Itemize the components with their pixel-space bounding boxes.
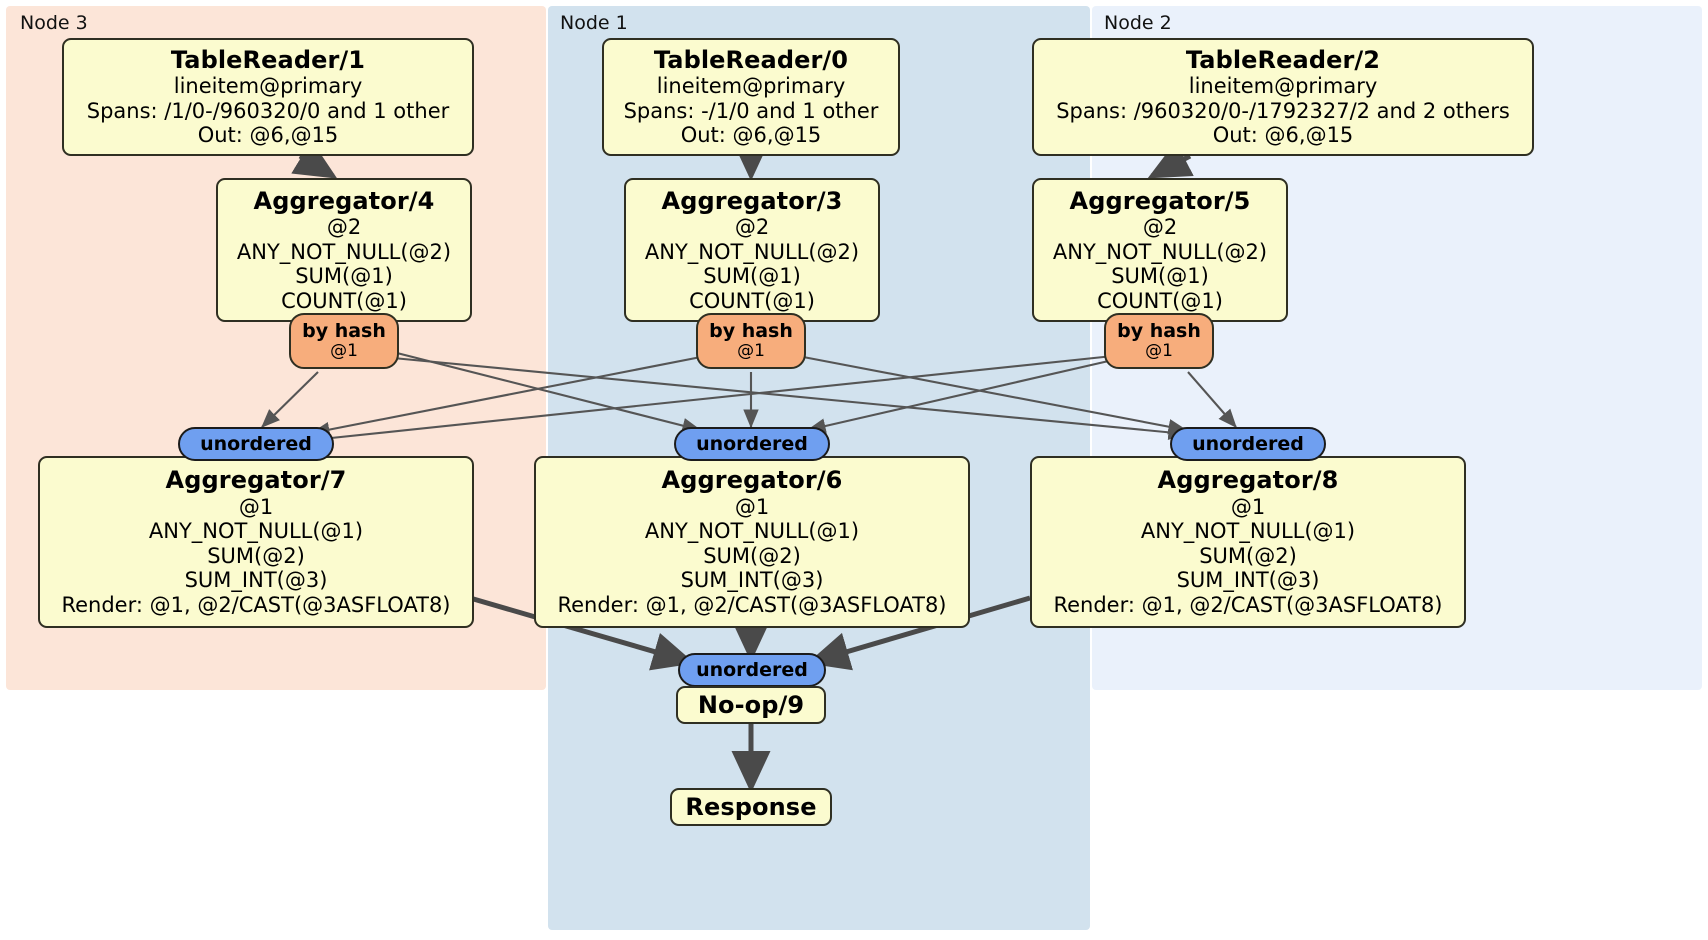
box-aggregator-8[interactable]: Aggregator/8 @1 ANY_NOT_NULL(@1) SUM(@2)…	[1030, 456, 1466, 628]
box-line: lineitem@primary	[173, 74, 363, 99]
box-line: SUM_INT(@3)	[1176, 568, 1320, 593]
pill-sublabel: @1	[737, 341, 765, 362]
box-line: @1	[238, 494, 274, 519]
box-response[interactable]: Response	[670, 788, 832, 826]
panel-label-node-1: Node 1	[560, 12, 628, 34]
box-line: lineitem@primary	[656, 74, 846, 99]
pill-label: unordered	[696, 432, 808, 455]
box-title: No-op/9	[697, 690, 805, 719]
box-line: @1	[1230, 494, 1266, 519]
box-title: Aggregator/6	[661, 466, 843, 495]
box-line: ANY_NOT_NULL(@2)	[236, 239, 452, 264]
pill-unordered-right[interactable]: unordered	[1170, 427, 1326, 461]
box-aggregator-5[interactable]: Aggregator/5 @2 ANY_NOT_NULL(@2) SUM(@1)…	[1032, 178, 1288, 322]
box-line: @2	[1142, 215, 1178, 240]
box-line: @2	[326, 215, 362, 240]
box-line: COUNT(@1)	[689, 288, 815, 313]
box-line: SUM(@2)	[207, 543, 305, 568]
pill-label: by hash	[709, 320, 793, 343]
pill-unordered-final[interactable]: unordered	[678, 653, 826, 687]
pill-unordered-left[interactable]: unordered	[178, 427, 334, 461]
box-line: @1	[734, 494, 770, 519]
box-aggregator-3[interactable]: Aggregator/3 @2 ANY_NOT_NULL(@2) SUM(@1)…	[624, 178, 880, 322]
box-title: TableReader/0	[653, 46, 849, 74]
box-aggregator-4[interactable]: Aggregator/4 @2 ANY_NOT_NULL(@2) SUM(@1)…	[216, 178, 472, 322]
pill-by-hash-right[interactable]: by hash @1	[1104, 313, 1214, 369]
box-line: ANY_NOT_NULL(@1)	[1140, 519, 1356, 544]
box-title: Aggregator/3	[661, 186, 843, 215]
box-title: Aggregator/4	[253, 186, 435, 215]
box-line: Render: @1, @2/CAST(@3ASFLOAT8)	[557, 593, 947, 617]
box-line: Spans: -/1/0 and 1 other	[623, 98, 879, 123]
box-line: lineitem@primary	[1188, 74, 1378, 99]
box-line: ANY_NOT_NULL(@1)	[644, 519, 860, 544]
box-line: Out: @6,@15	[197, 123, 339, 148]
box-aggregator-7[interactable]: Aggregator/7 @1 ANY_NOT_NULL(@1) SUM(@2)…	[38, 456, 474, 628]
box-line: SUM(@1)	[1111, 264, 1209, 289]
box-line: SUM(@2)	[1199, 543, 1297, 568]
pill-unordered-center[interactable]: unordered	[674, 427, 830, 461]
box-tablereader-2[interactable]: TableReader/2 lineitem@primary Spans: /9…	[1032, 38, 1534, 156]
pill-label: unordered	[696, 658, 808, 681]
pill-by-hash-left[interactable]: by hash @1	[289, 313, 399, 369]
box-line: Out: @6,@15	[680, 123, 822, 148]
box-line: COUNT(@1)	[1097, 288, 1223, 313]
panel-label-node-3: Node 3	[20, 12, 88, 34]
panel-label-node-2: Node 2	[1104, 12, 1172, 34]
box-title: Aggregator/7	[165, 466, 347, 495]
pill-label: unordered	[1192, 432, 1304, 455]
pill-sublabel: @1	[330, 341, 358, 362]
box-line: ANY_NOT_NULL(@2)	[644, 239, 860, 264]
box-title: Response	[685, 792, 817, 821]
box-line: Out: @6,@15	[1212, 123, 1354, 148]
box-tablereader-0[interactable]: TableReader/0 lineitem@primary Spans: -/…	[602, 38, 900, 156]
box-tablereader-1[interactable]: TableReader/1 lineitem@primary Spans: /1…	[62, 38, 474, 156]
box-line: Render: @1, @2/CAST(@3ASFLOAT8)	[1053, 593, 1443, 617]
pill-by-hash-center[interactable]: by hash @1	[696, 313, 806, 369]
pill-label: by hash	[302, 320, 386, 343]
box-line: @2	[734, 215, 770, 240]
box-noop-9[interactable]: No-op/9	[676, 686, 826, 724]
box-title: Aggregator/8	[1157, 466, 1339, 495]
box-line: SUM_INT(@3)	[184, 568, 328, 593]
box-line: COUNT(@1)	[281, 288, 407, 313]
box-line: SUM_INT(@3)	[680, 568, 824, 593]
box-line: SUM(@1)	[703, 264, 801, 289]
box-line: Spans: /960320/0-/1792327/2 and 2 others	[1056, 98, 1510, 123]
box-title: Aggregator/5	[1069, 186, 1251, 215]
box-title: TableReader/2	[1185, 46, 1381, 74]
pill-sublabel: @1	[1145, 341, 1173, 362]
box-line: SUM(@1)	[295, 264, 393, 289]
pill-label: unordered	[200, 432, 312, 455]
pill-label: by hash	[1117, 320, 1201, 343]
box-line: ANY_NOT_NULL(@1)	[148, 519, 364, 544]
box-line: ANY_NOT_NULL(@2)	[1052, 239, 1268, 264]
box-line: Render: @1, @2/CAST(@3ASFLOAT8)	[61, 593, 451, 617]
box-line: Spans: /1/0-/960320/0 and 1 other	[86, 98, 450, 123]
box-line: SUM(@2)	[703, 543, 801, 568]
box-title: TableReader/1	[170, 46, 366, 74]
box-aggregator-6[interactable]: Aggregator/6 @1 ANY_NOT_NULL(@1) SUM(@2)…	[534, 456, 970, 628]
